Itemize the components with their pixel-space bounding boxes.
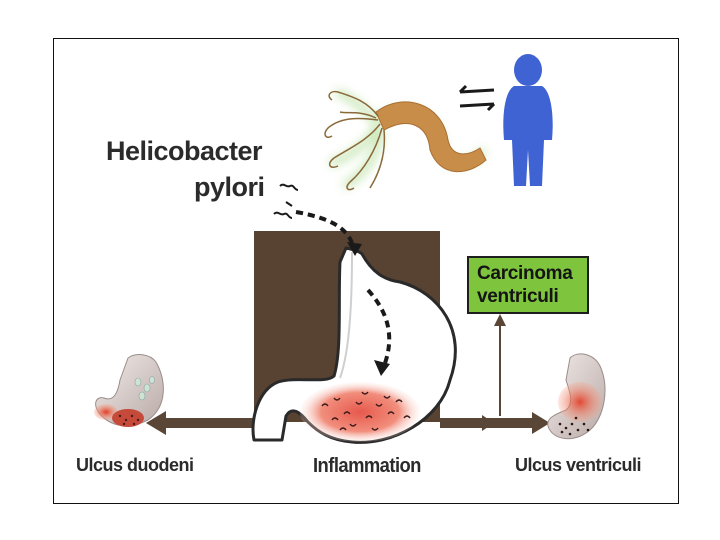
duodenal-ulcer-label: Ulcus duodeni	[76, 455, 194, 475]
small-bacteria-icon	[273, 183, 299, 219]
helicobacter-bacterium-icon	[324, 89, 487, 191]
exchange-arrows-icon	[458, 84, 496, 112]
arrow-to-carcinoma	[494, 314, 506, 416]
duodenal-ulcer-stomach-icon	[94, 354, 164, 427]
arrow-to-duodenal-ulcer	[146, 411, 280, 435]
arrow-to-gastric-ulcer	[440, 412, 550, 434]
gastric-ulcer-label: Ulcus ventriculi	[515, 455, 642, 475]
gastric-ulcer-stomach-icon	[547, 353, 606, 440]
bacterium-label-line2: pylori	[194, 172, 265, 202]
infection-path-arrow	[347, 242, 362, 256]
infection-path-inner	[366, 288, 392, 367]
carcinoma-label-line1: Carcinoma	[477, 263, 573, 284]
infection-path-inner-arrow	[374, 360, 390, 376]
inflammation-label: Inflammation	[313, 455, 421, 477]
infection-path	[295, 210, 356, 251]
carcinoma-box: Carcinoma ventriculi	[467, 256, 589, 314]
person-icon	[503, 54, 553, 186]
carcinoma-label-line2: ventriculi	[477, 286, 559, 307]
bacterium-label-line1: Helicobacter	[106, 136, 263, 166]
inflammation-area	[300, 382, 420, 442]
